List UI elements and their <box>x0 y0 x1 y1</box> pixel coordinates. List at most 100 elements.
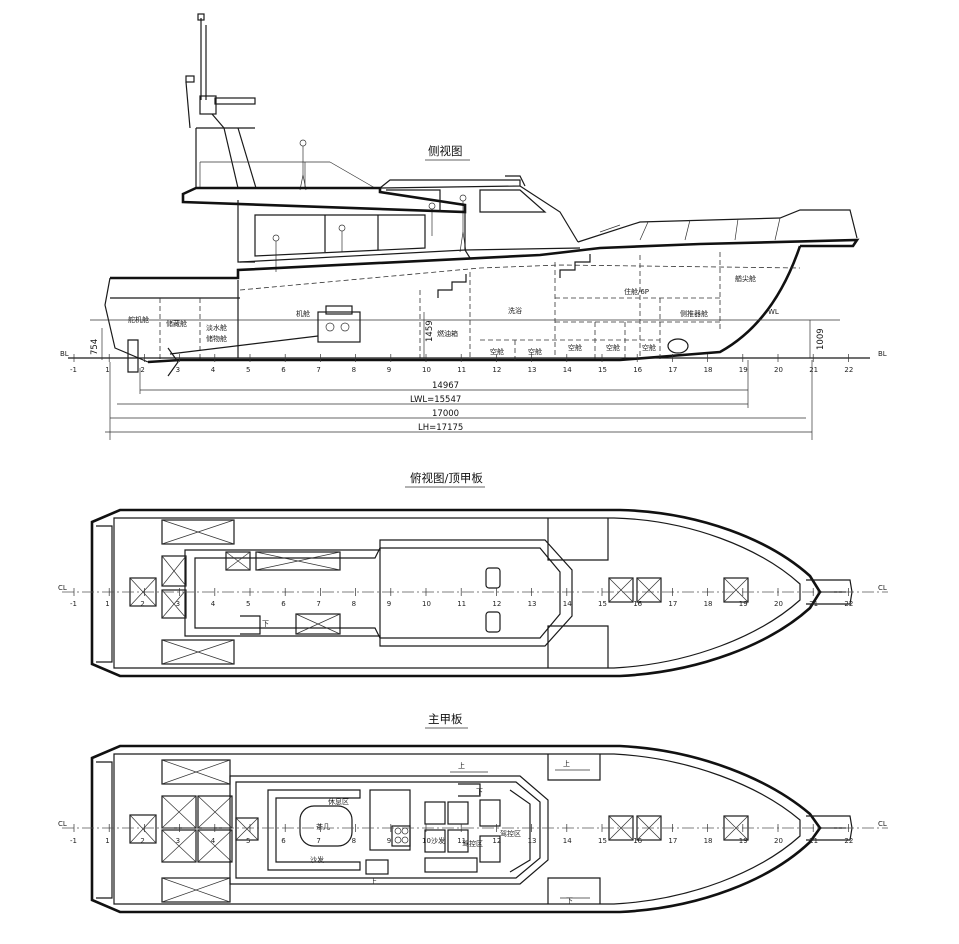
frame-number: 13 <box>528 366 537 374</box>
frame-number: 14 <box>563 366 572 374</box>
label-control-2: 驾控区 <box>462 839 483 848</box>
dim-17000: 17000 <box>432 409 459 419</box>
frame-number: 10 <box>422 600 431 608</box>
label-void-3: 空舱 <box>568 343 582 352</box>
mast <box>185 13 257 189</box>
frame-number: 17 <box>668 837 677 845</box>
frame-number: 2 <box>140 366 144 374</box>
frame-number: 6 <box>281 366 286 374</box>
frame-number: 4 <box>211 366 216 374</box>
frame-number: 18 <box>704 837 713 845</box>
frame-number: 8 <box>352 366 356 374</box>
label-engine: 机舱 <box>296 309 310 318</box>
label-storage1: 储藏舱 <box>166 319 187 328</box>
frame-number: 10 <box>422 366 431 374</box>
frame-number: 12 <box>492 366 501 374</box>
frame-number: 3 <box>176 837 180 845</box>
label-fuel: 燃油箱 <box>437 329 458 338</box>
dim-1009: 1009 <box>816 328 826 350</box>
frame-number: 3 <box>176 600 180 608</box>
frame-number: 11 <box>457 600 466 608</box>
frame-number: 15 <box>598 600 607 608</box>
hatch-icon <box>129 519 749 665</box>
frame-number: 21 <box>809 600 818 608</box>
bl-label-right: BL <box>878 350 887 358</box>
dim-14967: 14967 <box>432 381 459 391</box>
frame-number: 13 <box>528 600 537 608</box>
engine-icon <box>169 305 361 355</box>
frame-number: 14 <box>563 600 572 608</box>
top-view-title: 俯视图/顶甲板 <box>410 471 483 485</box>
frame-number: 9 <box>387 366 391 374</box>
frame-number: 21 <box>809 366 818 374</box>
frame-number: 16 <box>633 366 642 374</box>
frame-number: 22 <box>844 837 853 845</box>
label-down-2: 下 <box>566 897 573 905</box>
label-lounge: 休息区 <box>328 797 349 806</box>
frame-number: 15 <box>598 366 607 374</box>
frame-number: 16 <box>633 837 642 845</box>
frame-number: 5 <box>246 366 250 374</box>
frame-number: 12 <box>492 600 501 608</box>
frame-number: 22 <box>844 366 853 374</box>
frame-number: 6 <box>281 600 286 608</box>
frame-number: 22 <box>844 600 853 608</box>
side-view-title: 侧视图 <box>428 144 463 158</box>
label-void-4: 空舱 <box>606 343 620 352</box>
frame-number: 7 <box>316 600 320 608</box>
frame-number: 19 <box>739 837 748 845</box>
label-steering: 舵机舱 <box>128 315 149 324</box>
frame-number: 1 <box>105 600 109 608</box>
wl-label: WL <box>768 308 779 316</box>
main-deck-view: 主甲板 <box>58 712 888 914</box>
frame-number: 14 <box>563 837 572 845</box>
dim-lwl: LWL=15547 <box>410 395 461 405</box>
frame-number: 9 <box>387 600 391 608</box>
label-control: 驾控区 <box>500 829 521 838</box>
label-up-2: 上 <box>563 759 570 768</box>
frame-number: 20 <box>774 837 783 845</box>
frame-number: 17 <box>668 366 677 374</box>
label-freshwater: 淡水舱 <box>206 323 227 332</box>
frame-number: 19 <box>739 600 748 608</box>
frame-number: 5 <box>246 837 250 845</box>
frame-number: 12 <box>492 837 501 845</box>
frame-number: -1 <box>70 837 77 845</box>
frame-number: -1 <box>70 366 77 374</box>
frame-number: 4 <box>211 837 216 845</box>
frame-number: 17 <box>668 600 677 608</box>
frame-number: 19 <box>739 366 748 374</box>
label-up-1: 上 <box>458 761 465 770</box>
frame-number: 20 <box>774 600 783 608</box>
label-thruster: 侧推器舱 <box>680 309 708 318</box>
frame-number: 7 <box>316 366 320 374</box>
top-down-label: 下 <box>262 620 269 628</box>
frame-number: 11 <box>457 366 466 374</box>
top-cl-label: CL <box>58 584 67 592</box>
main-cl-label-right: CL <box>878 820 887 828</box>
frame-number: 10 <box>422 837 431 845</box>
label-sofa: 沙发 <box>310 855 324 864</box>
label-void-1: 空舱 <box>490 347 504 356</box>
frame-number: 4 <box>211 600 216 608</box>
frame-number: 15 <box>598 837 607 845</box>
frame-number: 2 <box>140 600 144 608</box>
frame-number: 9 <box>387 837 391 845</box>
main-cl-label: CL <box>58 820 67 828</box>
frame-number: 20 <box>774 366 783 374</box>
top-cl-label-right: CL <box>878 584 887 592</box>
dim-1459: 1459 <box>425 320 435 342</box>
top-view: 俯视图/顶甲板 下 <box>58 471 888 678</box>
frame-number: 6 <box>281 837 286 845</box>
label-forepeak: 艏尖舱 <box>735 274 756 283</box>
label-berth: 住舱/6P <box>624 287 649 296</box>
frame-number: 8 <box>352 600 356 608</box>
frame-number: 1 <box>105 837 109 845</box>
frame-number: 18 <box>704 366 713 374</box>
label-sofa-2: 沙发 <box>431 836 445 845</box>
label-bath: 洗浴 <box>508 306 522 315</box>
frame-number: 13 <box>528 837 537 845</box>
